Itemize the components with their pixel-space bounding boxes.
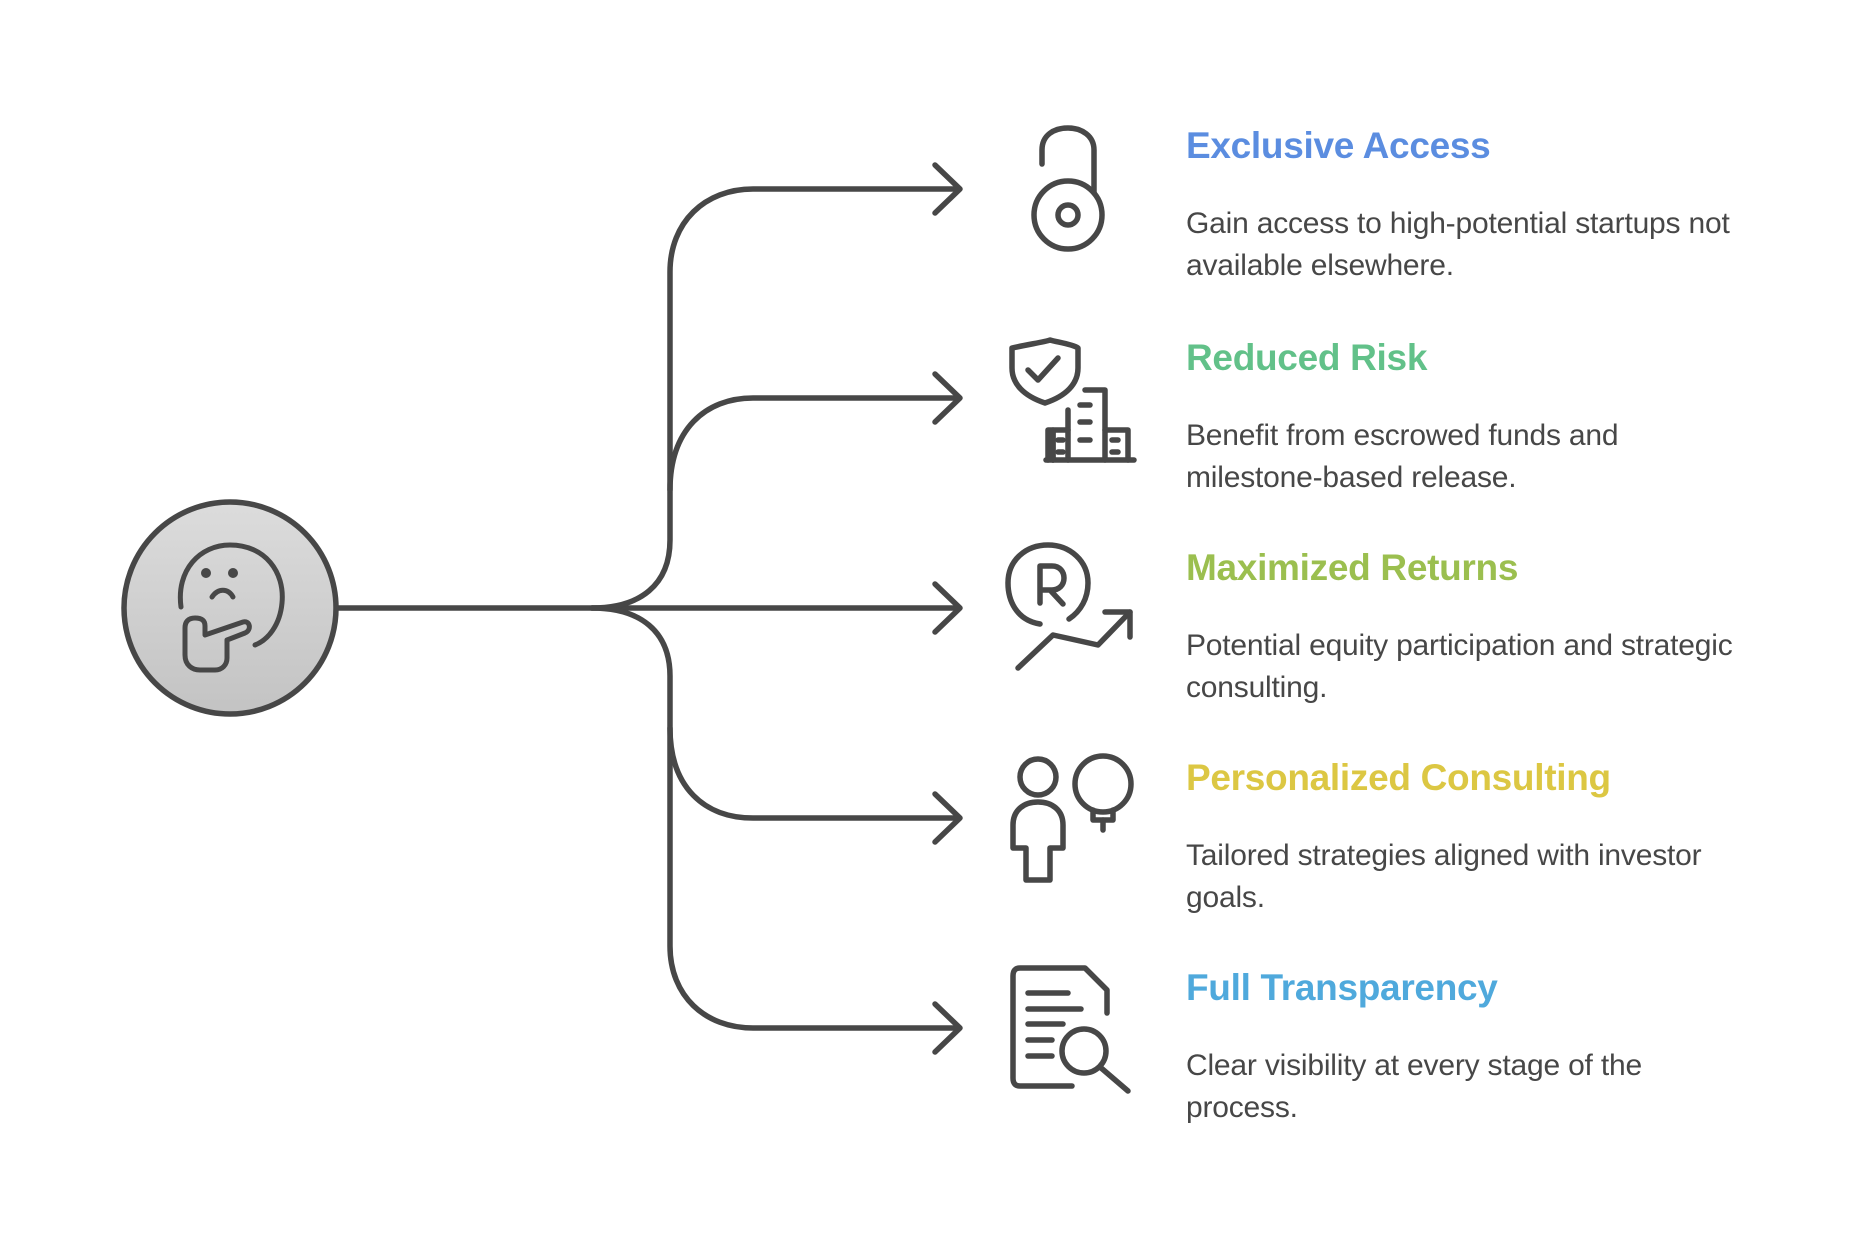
item-reduced-risk: Reduced Risk Benefit from escrowed funds… — [1186, 338, 1866, 499]
description-line: consulting. — [1186, 671, 1328, 704]
item-personalized-consulting: Personalized Consulting Tailored strateg… — [1186, 758, 1866, 919]
description-line: goals. — [1186, 881, 1265, 914]
arrowhead-5 — [932, 1001, 963, 1055]
connector-exclusive-access — [589, 186, 961, 611]
description-line: Potential equity participation and strat… — [1186, 629, 1733, 662]
returns-growth-icon — [1005, 542, 1133, 671]
item-description: Benefit from escrowed funds and mileston… — [1186, 415, 1866, 499]
shield-building-icon — [1009, 337, 1137, 463]
person-idea-icon — [1010, 753, 1134, 883]
item-description: Clear visibility at every stage of the p… — [1186, 1045, 1866, 1129]
arrowhead-1 — [932, 162, 963, 216]
item-description: Potential equity participation and strat… — [1186, 625, 1866, 709]
item-title: Full Transparency — [1186, 967, 1498, 1008]
connectors — [334, 162, 963, 1055]
description-line: Benefit from escrowed funds and — [1186, 419, 1619, 452]
item-title: Reduced Risk — [1186, 337, 1428, 378]
item-description: Tailored strategies aligned with investo… — [1186, 835, 1866, 919]
center-node — [121, 499, 339, 717]
description-line: Gain access to high-potential startups n… — [1186, 207, 1730, 240]
description-line: Clear visibility at every stage of the — [1186, 1049, 1642, 1082]
arrowhead-3 — [932, 581, 963, 635]
open-lock-icon — [1031, 125, 1105, 252]
description-line: Tailored strategies aligned with investo… — [1186, 839, 1702, 872]
description-line: available elsewhere. — [1186, 249, 1454, 282]
item-title: Maximized Returns — [1186, 547, 1519, 588]
arrowhead-2 — [932, 371, 963, 425]
center-node-circle — [121, 499, 339, 717]
item-description: Gain access to high-potential startups n… — [1186, 203, 1866, 287]
connector-full-transparency-join — [667, 725, 961, 821]
item-title: Exclusive Access — [1186, 125, 1491, 166]
item-title: Personalized Consulting — [1186, 757, 1611, 798]
description-line: process. — [1186, 1091, 1298, 1124]
connector-reduced-risk — [667, 395, 961, 493]
item-exclusive-access: Exclusive Access Gain access to high-pot… — [1186, 126, 1866, 287]
connector-personalized-consulting — [589, 605, 961, 1031]
item-full-transparency: Full Transparency Clear visibility at ev… — [1186, 968, 1866, 1129]
thinking-face-icon — [177, 542, 285, 673]
description-line: milestone-based release. — [1186, 461, 1517, 494]
document-search-icon — [1010, 965, 1131, 1094]
item-maximized-returns: Maximized Returns Potential equity parti… — [1186, 548, 1866, 709]
arrowhead-4 — [932, 791, 963, 845]
